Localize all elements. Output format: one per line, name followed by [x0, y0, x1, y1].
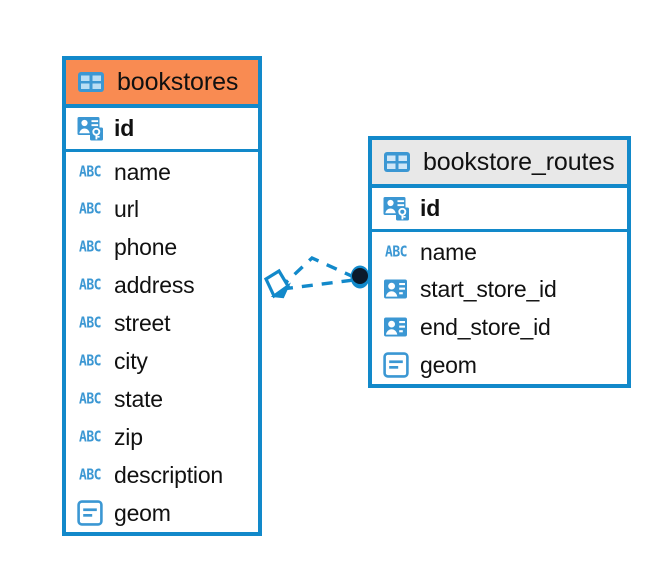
entity-header-bookstores[interactable]: bookstores — [66, 60, 258, 108]
field-row-name[interactable]: ABC name — [66, 152, 258, 190]
abc-text-icon: ABC — [79, 428, 101, 446]
field-row-zip[interactable]: ABC zip — [66, 418, 258, 456]
field-row-address[interactable]: ABC address — [66, 266, 258, 304]
field-row-geom[interactable]: geom — [372, 346, 627, 384]
field-label-geom: geom — [114, 499, 171, 526]
field-row-id[interactable]: id — [66, 108, 258, 152]
abc-text-icon: ABC — [79, 276, 101, 294]
abc-text-icon: ABC — [385, 243, 407, 261]
field-list-bookstores: id ABC name ABC url ABC phone — [66, 108, 258, 532]
field-row-id[interactable]: id — [372, 188, 627, 232]
field-label-id: id — [114, 115, 135, 141]
entity-title-bookstore-routes: bookstore_routes — [423, 147, 615, 176]
field-row-street[interactable]: ABC street — [66, 304, 258, 342]
geometry-icon — [382, 351, 410, 379]
field-label-end-store-id: end_store_id — [420, 313, 551, 340]
field-label-phone: phone — [114, 233, 177, 260]
field-row-phone[interactable]: ABC phone — [66, 228, 258, 266]
field-row-end-store-id[interactable]: end_store_id — [372, 308, 627, 346]
hollow-diamond-marker-icon — [263, 268, 291, 299]
abc-text-icon: ABC — [79, 238, 101, 256]
field-row-state[interactable]: ABC state — [66, 380, 258, 418]
field-label-zip: zip — [114, 423, 143, 450]
field-label-name: name — [114, 158, 171, 185]
field-list-bookstore-routes: id ABC name — [372, 188, 627, 384]
foreign-key-badge-icon — [382, 275, 410, 303]
relationship-line-straight[interactable] — [281, 278, 355, 291]
table-grid-icon — [76, 69, 106, 95]
field-row-start-store-id[interactable]: start_store_id — [372, 270, 627, 308]
filled-circle-marker-icon — [350, 265, 370, 289]
entity-table-bookstore-routes[interactable]: bookstore_routes — [368, 136, 631, 388]
abc-text-icon: ABC — [79, 390, 101, 408]
field-label-id: id — [420, 195, 441, 221]
field-label-name: name — [420, 238, 477, 265]
entity-table-bookstores[interactable]: bookstores id — [62, 56, 262, 536]
field-label-street: street — [114, 309, 171, 336]
entity-header-bookstore-routes[interactable]: bookstore_routes — [372, 140, 627, 188]
field-label-description: description — [114, 461, 224, 488]
table-grid-icon — [382, 149, 412, 175]
abc-text-icon: ABC — [79, 314, 101, 332]
field-label-address: address — [114, 271, 195, 298]
field-label-geom: geom — [420, 351, 477, 378]
field-row-url[interactable]: ABC url — [66, 190, 258, 228]
abc-text-icon: ABC — [79, 163, 101, 181]
abc-text-icon: ABC — [79, 352, 101, 370]
primary-key-badge-icon — [76, 115, 104, 143]
field-row-geom[interactable]: geom — [66, 494, 258, 532]
field-label-city: city — [114, 347, 148, 374]
field-label-url: url — [114, 195, 139, 222]
foreign-key-badge-icon — [382, 313, 410, 341]
entity-title-bookstores: bookstores — [117, 67, 239, 96]
relationship-line-peaked[interactable] — [278, 255, 357, 290]
field-label-start-store-id: start_store_id — [420, 275, 557, 302]
abc-text-icon: ABC — [79, 466, 101, 484]
field-row-city[interactable]: ABC city — [66, 342, 258, 380]
field-label-state: state — [114, 385, 163, 412]
abc-text-icon: ABC — [79, 200, 101, 218]
field-row-name[interactable]: ABC name — [372, 232, 627, 270]
geometry-icon — [76, 499, 104, 527]
field-row-description[interactable]: ABC description — [66, 456, 258, 494]
primary-key-badge-icon — [382, 195, 410, 223]
